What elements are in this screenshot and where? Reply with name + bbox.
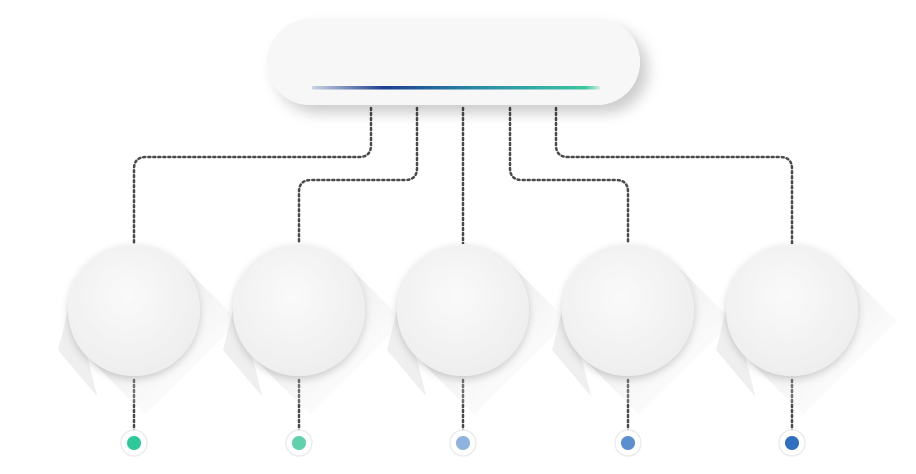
node-3	[387, 244, 568, 457]
header-box	[267, 19, 640, 105]
node-shadow-edge	[716, 310, 756, 397]
connector-line-5	[554, 106, 794, 246]
node-shadow-edge	[552, 310, 592, 397]
node-shadow-edge	[58, 310, 98, 397]
connector-lines	[132, 106, 794, 433]
header-accent-line	[312, 86, 600, 90]
node-2	[223, 244, 404, 457]
node-circle	[233, 244, 365, 376]
header-pill	[267, 19, 640, 105]
marker-dot	[621, 436, 635, 450]
node-circle	[562, 244, 694, 376]
connector-line-2	[297, 106, 419, 246]
marker-dot	[292, 436, 306, 450]
node-5	[716, 244, 897, 457]
node-circle	[397, 244, 529, 376]
node-4	[552, 244, 733, 457]
node-shadow-edge	[223, 310, 263, 397]
connector-line-1	[132, 106, 373, 246]
marker-dot	[785, 436, 799, 450]
node-row	[58, 244, 897, 457]
node-shadow-edge	[387, 310, 427, 397]
node-circle	[68, 244, 200, 376]
connector-line-4	[508, 106, 630, 246]
marker-dot	[456, 436, 470, 450]
node-circle	[726, 244, 858, 376]
node-1	[58, 244, 239, 457]
marker-dot	[127, 436, 141, 450]
